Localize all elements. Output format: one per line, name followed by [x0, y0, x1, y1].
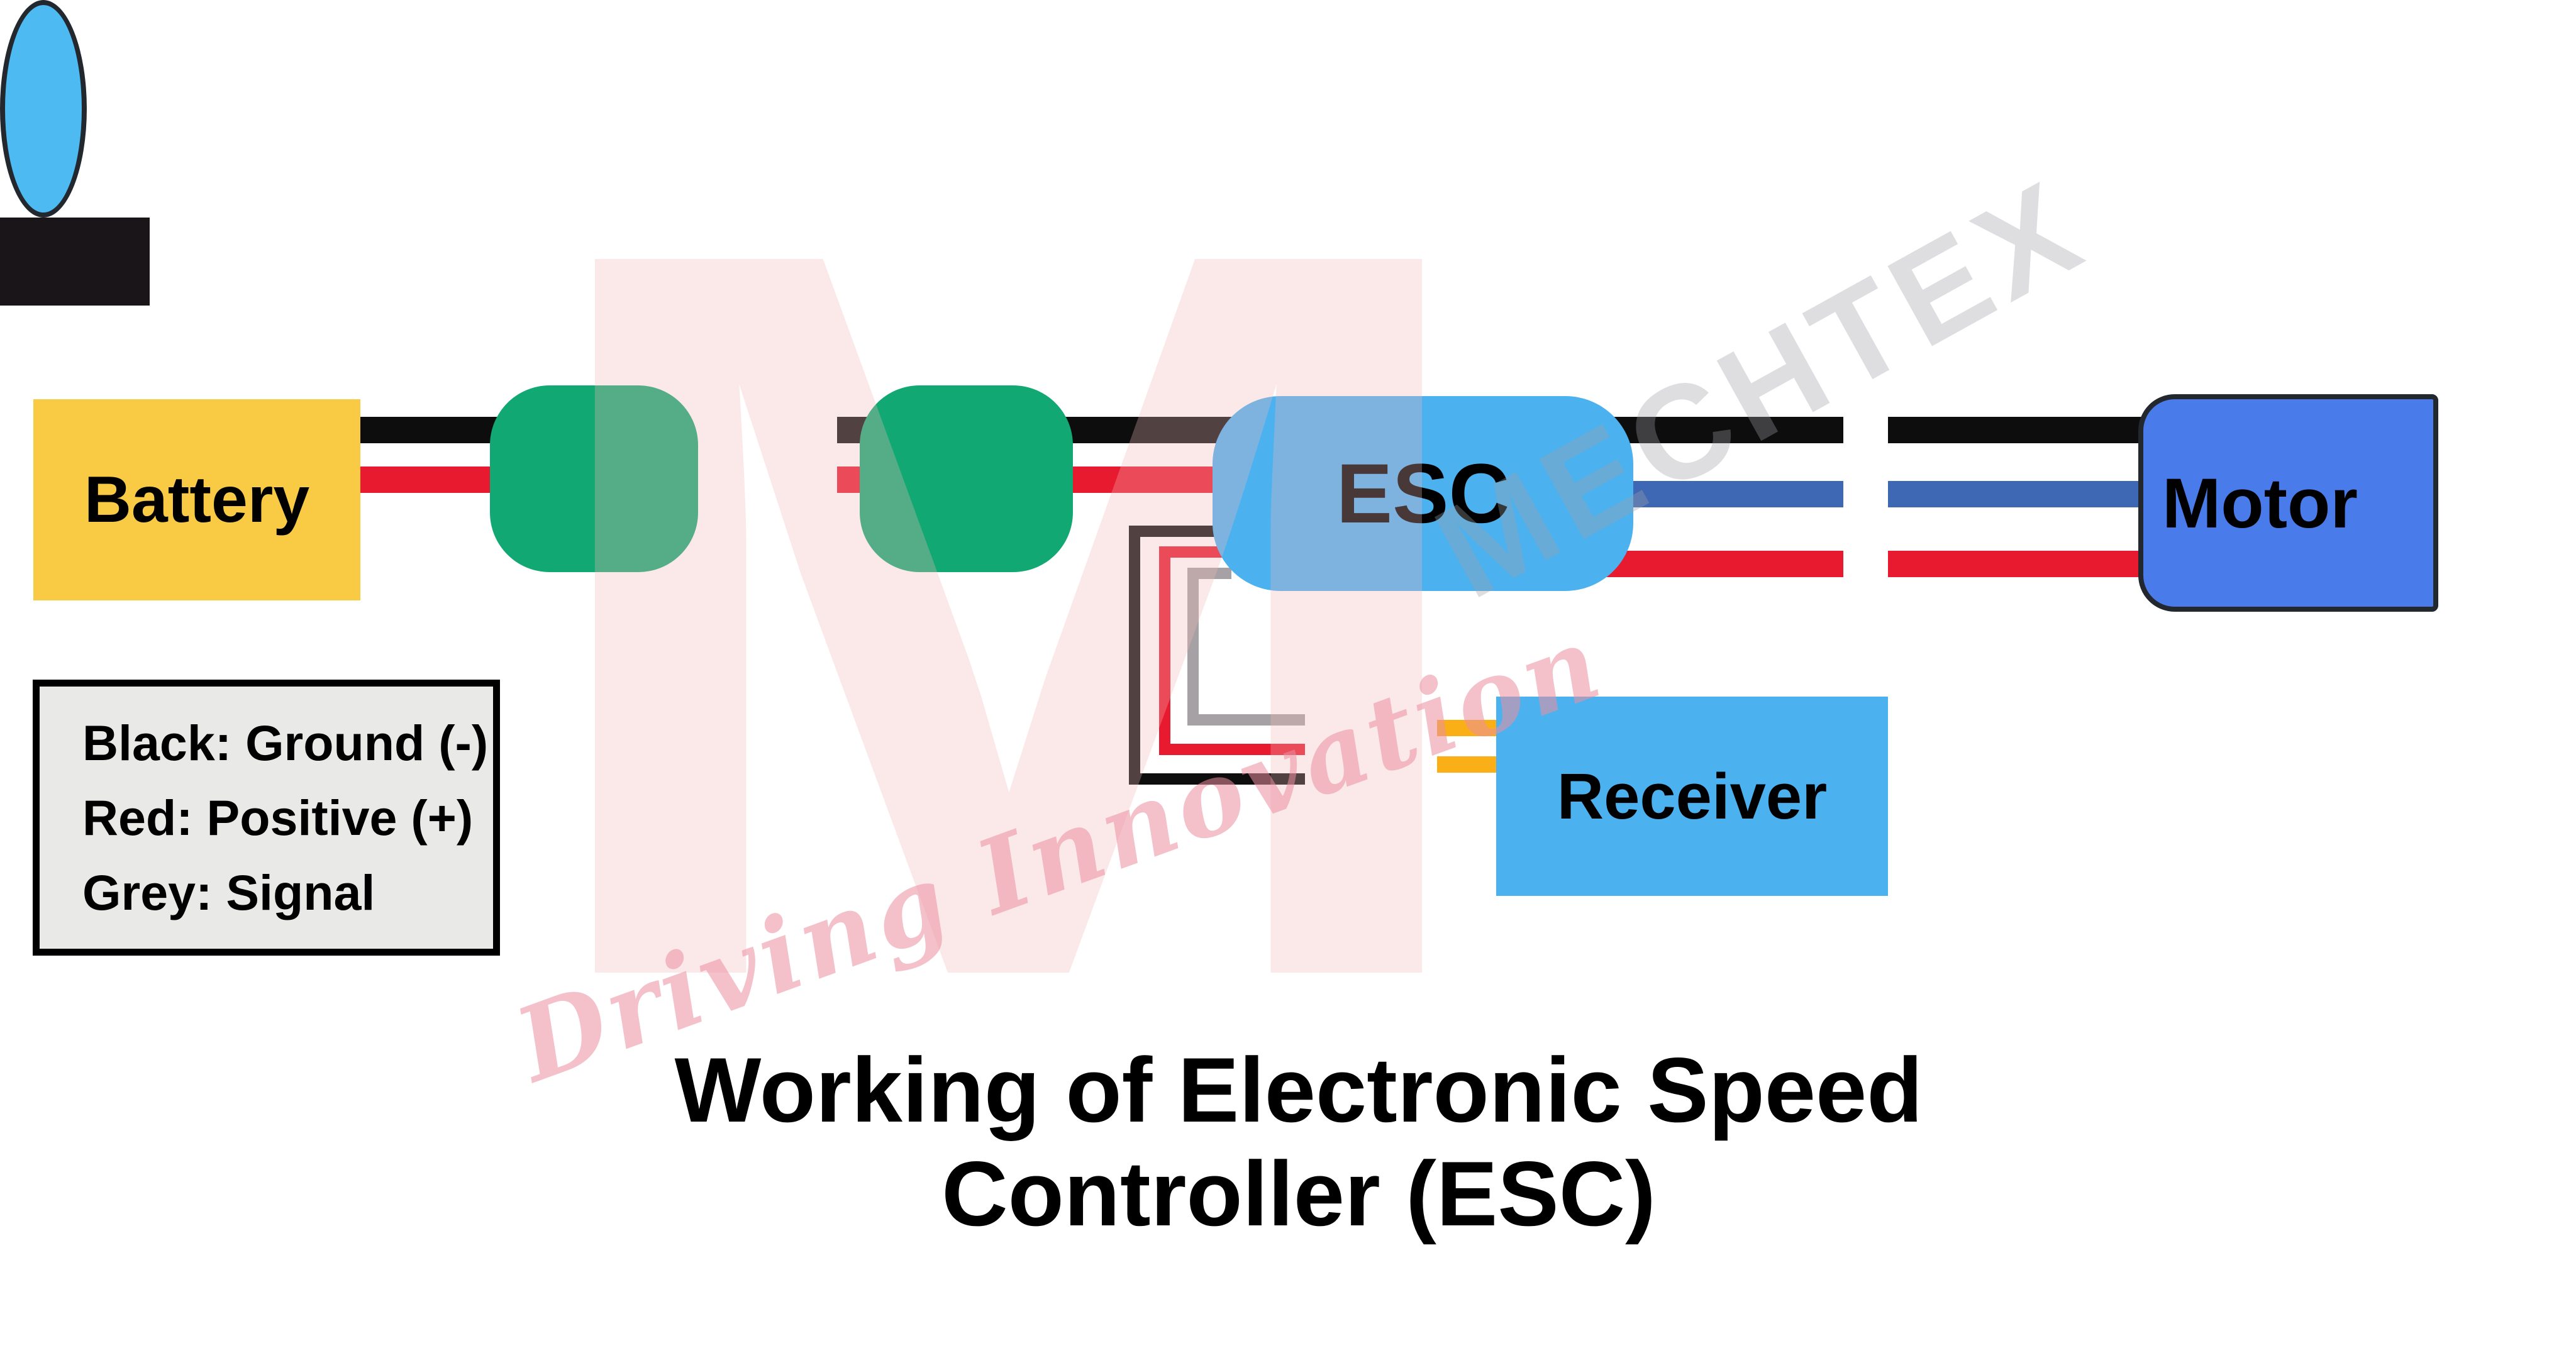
esc-box: ESC	[1213, 396, 1633, 591]
diagram-title-line2: Controller (ESC)	[941, 1142, 1656, 1245]
signal-ground-wire-top	[1129, 526, 1230, 537]
motor-label: Motor	[2162, 463, 2358, 543]
legend-line-red: Red: Positive (+)	[82, 790, 474, 846]
legend-line-grey: Grey: Signal	[82, 864, 375, 920]
signal-positive-wire-vertical	[1159, 546, 1170, 755]
battery-label: Battery	[84, 463, 310, 536]
esc-connector-plug	[860, 385, 1073, 572]
servo-connector-pin-top	[1437, 720, 1503, 736]
legend-box: Black: Ground (-) Red: Positive (+) Grey…	[33, 680, 500, 956]
esc-motor-wire-black-right	[1888, 417, 2170, 443]
battery-connector-plug	[490, 385, 698, 572]
esc-motor-wire-red-right	[1888, 551, 2170, 577]
signal-positive-wire-top	[1159, 546, 1230, 558]
esc-motor-wire-blue-right	[1888, 481, 2170, 507]
signal-wire-top	[1187, 568, 1231, 579]
motor-end-cap	[0, 0, 87, 218]
diagram-title: Working of Electronic Speed Controller (…	[648, 1039, 1950, 1246]
driving-innovation-watermark: Driving Innovation	[501, 602, 1618, 1106]
receiver-box: Receiver	[1496, 697, 1888, 896]
signal-ground-wire-bottom	[1129, 773, 1305, 785]
signal-wire-bottom	[1187, 714, 1305, 726]
esc-label: ESC	[1336, 446, 1510, 541]
battery-box: Battery	[33, 399, 360, 600]
mechtex-logo-m-watermark: M	[516, 33, 1501, 1193]
signal-wire-vertical	[1187, 568, 1199, 726]
motor-body: Motor	[2138, 394, 2438, 612]
servo-connector-pin-bottom	[1437, 756, 1503, 773]
signal-ground-wire-vertical	[1129, 526, 1140, 785]
signal-positive-wire-bottom	[1159, 744, 1305, 755]
diagram-title-line1: Working of Electronic Speed	[674, 1039, 1923, 1141]
servo-connector	[0, 218, 150, 306]
legend-line-black: Black: Ground (-)	[82, 715, 489, 771]
receiver-label: Receiver	[1557, 759, 1828, 832]
